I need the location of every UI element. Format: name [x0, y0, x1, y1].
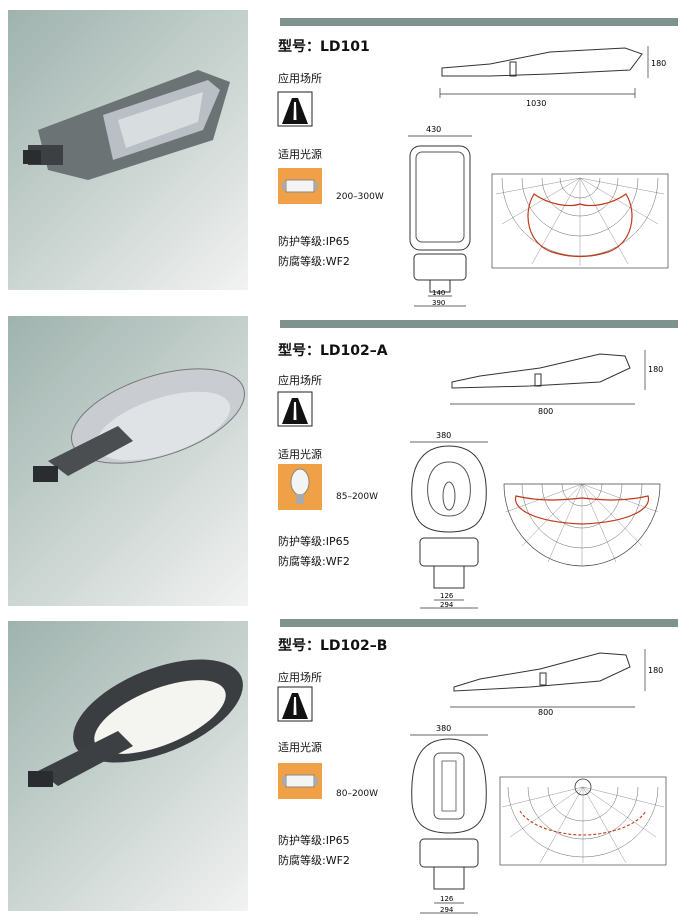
- spec-list: 防护等级:IP65 防腐等级:WF2: [278, 232, 350, 272]
- tube-lamp-icon: [282, 774, 318, 788]
- product-photo: [8, 316, 248, 606]
- front-view-drawing: 430 140 390: [408, 125, 472, 307]
- bracket-inner-dimension: 140: [432, 289, 445, 297]
- protection-grade: 防护等级:IP65: [278, 235, 350, 248]
- length-dimension: 1030: [526, 99, 546, 108]
- wattage-text: 85–200W: [336, 492, 379, 502]
- spec-list: 防护等级:IP65 防腐等级:WF2: [278, 831, 350, 871]
- protection-grade: 防护等级:IP65: [278, 834, 350, 847]
- application-label: 应用场所: [278, 72, 322, 85]
- corrosion-grade: 防腐等级:WF2: [278, 854, 350, 867]
- width-dimension: 380: [436, 724, 451, 733]
- side-view-drawing: 800 180: [450, 649, 663, 717]
- light-distribution-diagram: [499, 776, 667, 866]
- light-source-label: 适用光源: [278, 148, 322, 161]
- light-source-swatch: [278, 168, 322, 204]
- section-divider-bar: [280, 320, 678, 328]
- protection-grade: 防护等级:IP65: [278, 535, 350, 548]
- corrosion-grade: 防腐等级:WF2: [278, 555, 350, 568]
- road-icon: [277, 91, 313, 127]
- model-title: 型号：LD102–B: [278, 638, 388, 654]
- light-distribution-diagram: [491, 173, 669, 269]
- bracket-inner-dimension: 126: [440, 592, 454, 600]
- product-section-ld102-b: 型号：LD102–B 应用场所 适用光源 80–200W 防护等级:IP65 防…: [0, 615, 700, 920]
- bulb-lamp-icon: [290, 468, 310, 504]
- section-divider-bar: [280, 619, 678, 627]
- bracket-outer-dimension: 390: [432, 299, 445, 307]
- side-view-drawing: 1030 180: [439, 46, 666, 108]
- light-source-swatch: [278, 464, 322, 510]
- bracket-outer-dimension: 294: [440, 906, 454, 914]
- spec-list: 防护等级:IP65 防腐等级:WF2: [278, 532, 350, 572]
- product-photo: [8, 10, 248, 290]
- road-icon: [277, 391, 313, 427]
- length-dimension: 800: [538, 407, 553, 416]
- road-icon: [277, 686, 313, 722]
- height-dimension: 180: [648, 666, 663, 675]
- length-dimension: 800: [538, 708, 553, 717]
- bracket-outer-dimension: 294: [440, 601, 454, 609]
- application-label: 应用场所: [278, 374, 322, 387]
- width-dimension: 380: [436, 431, 451, 440]
- model-title: 型号：LD102–A: [278, 343, 388, 359]
- product-section-ld101: 型号：LD101 应用场所 适用光源 200–300W 防护等级:IP65 防腐…: [0, 0, 700, 310]
- street-lamp-image: [33, 368, 245, 482]
- light-source-label: 适用光源: [278, 741, 322, 754]
- height-dimension: 180: [651, 59, 666, 68]
- light-distribution-diagram: [503, 483, 661, 567]
- side-view-drawing: 800 180: [450, 350, 663, 416]
- height-dimension: 180: [648, 365, 663, 374]
- street-lamp-image: [23, 70, 230, 180]
- wattage-text: 200–300W: [336, 192, 384, 202]
- front-view-drawing: 380 126 294: [410, 724, 488, 914]
- bracket-inner-dimension: 126: [440, 895, 454, 903]
- width-dimension: 430: [426, 125, 441, 134]
- product-section-ld102-a: 型号：LD102–A 应用场所 适用光源 85–200W 防护等级:IP65 防…: [0, 310, 700, 615]
- light-source-label: 适用光源: [278, 448, 322, 461]
- section-divider-bar: [280, 18, 678, 26]
- product-photo: [8, 621, 248, 911]
- street-lamp-image: [28, 659, 243, 787]
- tube-lamp-icon: [282, 179, 318, 193]
- light-source-swatch: [278, 763, 322, 799]
- model-title: 型号：LD101: [278, 39, 370, 55]
- application-label: 应用场所: [278, 671, 322, 684]
- wattage-text: 80–200W: [336, 789, 379, 799]
- front-view-drawing: 380 126 294: [410, 431, 488, 609]
- corrosion-grade: 防腐等级:WF2: [278, 255, 350, 268]
